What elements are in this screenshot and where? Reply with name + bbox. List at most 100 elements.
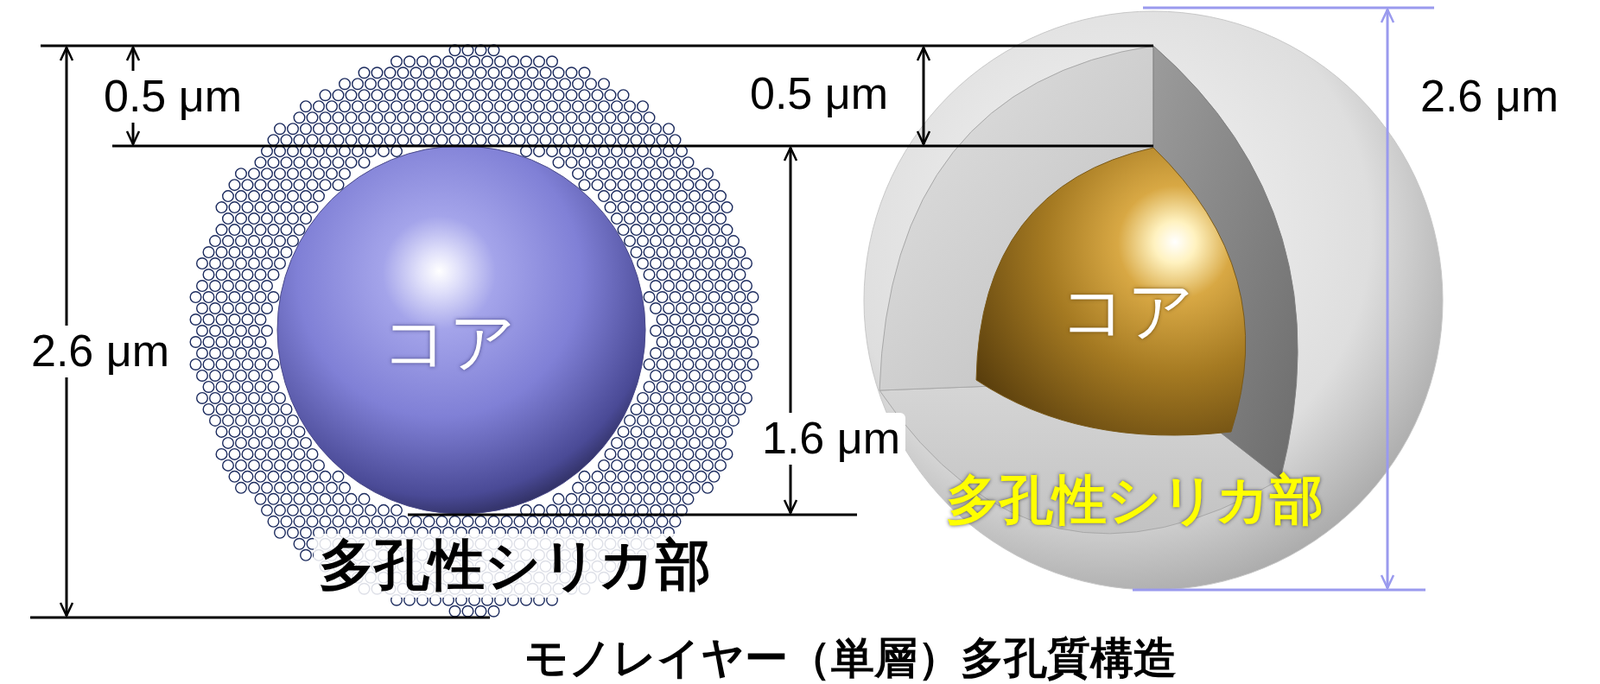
pore-ring — [682, 449, 694, 461]
pore-ring — [203, 336, 215, 349]
pore-ring — [287, 235, 299, 248]
pore-ring — [209, 393, 222, 405]
text-holder: 1.6 μm — [756, 412, 906, 465]
pore-ring — [669, 449, 681, 461]
pore-ring — [248, 213, 261, 225]
porous-sphere: 多孔性シリカ部コア — [862, 9, 1445, 592]
pore-ring — [539, 89, 552, 102]
pore-ring — [721, 381, 733, 394]
pore-ring — [254, 359, 267, 371]
pore-ring — [747, 292, 759, 304]
pore-ring — [708, 404, 720, 416]
pore-ring — [378, 123, 390, 135]
pore-ring — [209, 303, 222, 315]
pore-ring — [591, 179, 604, 191]
pore-ring — [274, 527, 286, 540]
pore-ring — [417, 56, 429, 68]
pore-ring — [689, 325, 701, 337]
part-label: コア — [1060, 273, 1195, 349]
pore-ring — [617, 157, 629, 169]
pore-ring — [267, 494, 280, 506]
pore-ring — [702, 460, 714, 472]
pore-ring — [715, 460, 727, 472]
pore-ring — [591, 471, 604, 483]
pore-ring — [436, 134, 448, 147]
pore-ring — [682, 224, 694, 236]
pore-ring — [624, 146, 636, 158]
pore-ring — [254, 426, 267, 439]
pore-ring — [449, 67, 461, 79]
pore-ring — [280, 516, 293, 528]
pore-ring — [514, 89, 526, 102]
pore-ring — [507, 78, 520, 90]
pore-ring — [365, 123, 377, 135]
pore-ring — [248, 438, 261, 450]
pore-ring — [526, 89, 539, 102]
core-sphere-shape — [277, 146, 646, 515]
pore-ring — [326, 168, 338, 180]
pore-ring — [669, 269, 681, 281]
pore-ring — [708, 471, 720, 483]
pore-ring — [371, 112, 383, 124]
pore-ring — [267, 179, 280, 191]
pore-ring — [650, 393, 662, 405]
pore-ring — [287, 213, 299, 225]
pore-ring — [319, 471, 331, 483]
pore-ring — [650, 190, 662, 203]
pore-ring — [689, 438, 701, 450]
pore-ring — [293, 539, 305, 551]
pore-ring — [469, 56, 481, 68]
pore-ring — [222, 325, 235, 337]
pore-ring — [501, 516, 513, 528]
pore-ring — [643, 426, 655, 439]
pore-ring — [663, 123, 675, 135]
pore-ring — [280, 247, 293, 259]
pore-ring — [462, 605, 474, 617]
pore-ring — [462, 44, 474, 57]
pore-ring — [228, 426, 241, 439]
pore-ring — [203, 314, 215, 326]
extension-line — [1132, 589, 1426, 592]
pore-ring — [585, 146, 597, 158]
pore-ring — [539, 134, 552, 147]
pore-ring — [358, 112, 370, 124]
pore-ring — [228, 224, 241, 236]
pore-ring — [267, 359, 280, 371]
pore-ring — [410, 516, 422, 528]
pore-ring — [241, 426, 254, 439]
dimension-label: 1.6 μm — [756, 412, 906, 465]
pore-ring — [526, 112, 539, 124]
pore-ring — [559, 146, 572, 158]
pore-ring — [650, 258, 662, 270]
pore-ring — [624, 123, 636, 135]
pore-ring — [274, 438, 286, 450]
pore-ring — [637, 235, 649, 248]
pore-ring — [209, 415, 222, 427]
pore-ring — [397, 134, 409, 147]
pore-ring — [300, 101, 312, 113]
pore-ring — [300, 168, 312, 180]
pore-ring — [274, 393, 286, 405]
pore-ring — [565, 112, 578, 124]
pore-ring — [254, 269, 267, 281]
pore-ring — [371, 134, 383, 147]
pore-ring — [669, 381, 681, 394]
pore-ring — [728, 415, 740, 427]
text-holder: 2.6 μm — [25, 325, 175, 378]
pore-ring — [552, 494, 565, 506]
pore-ring — [682, 471, 694, 483]
pore-ring — [267, 449, 280, 461]
pore-ring — [630, 471, 642, 483]
pore-ring — [689, 235, 701, 248]
pore-ring — [643, 471, 655, 483]
pore-ring — [643, 112, 655, 124]
pore-ring — [637, 438, 649, 450]
pore-ring — [501, 134, 513, 147]
pore-ring — [637, 168, 649, 180]
pore-ring — [488, 112, 500, 124]
pore-ring — [617, 112, 629, 124]
pore-ring — [235, 348, 248, 360]
pore-ring — [228, 404, 241, 416]
pore-ring — [650, 482, 662, 495]
pore-ring — [241, 359, 254, 371]
